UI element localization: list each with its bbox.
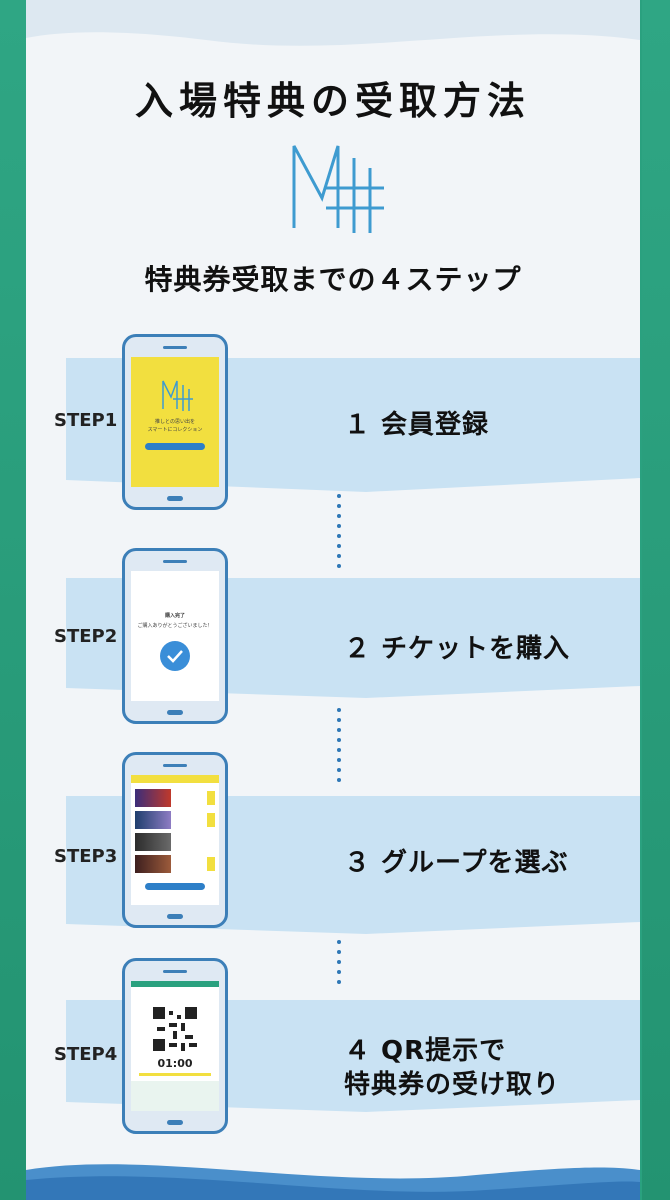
content-card: 入場特典の受取方法 特典券受取までの４ステップ STEP1 １ 会員登録 <box>26 0 640 1200</box>
purchase-complete-heading: 購入完了 <box>164 613 185 619</box>
left-border <box>0 0 28 1200</box>
phone-speaker <box>163 970 187 973</box>
group-row[interactable] <box>135 811 215 829</box>
phone-home-button <box>167 496 183 501</box>
step4-label: STEP4 <box>54 1044 118 1065</box>
step3-phone <box>122 752 228 928</box>
connector-dots-2 <box>337 708 341 788</box>
ticket-info-area <box>131 1081 219 1111</box>
background-waves <box>26 0 640 1200</box>
connector-dots-1 <box>337 494 341 574</box>
phone-screen <box>131 775 219 905</box>
step3-title: ３ グループを選ぶ <box>344 848 569 878</box>
step4-phone: 01:00 <box>122 958 228 1134</box>
purchase-thanks-text: ご購入ありがとうございました！ <box>137 623 213 629</box>
step1-title: １ 会員登録 <box>344 410 490 440</box>
step3-label: STEP3 <box>54 846 118 867</box>
group-row[interactable] <box>135 789 215 807</box>
phone-speaker <box>163 560 187 563</box>
register-button[interactable] <box>145 443 205 450</box>
page-subtitle: 特典券受取までの４ステップ <box>144 263 522 296</box>
step2-phone: 購入完了 ご購入ありがとうございました！ <box>122 548 228 724</box>
qr-timer: 01:00 <box>157 1057 193 1070</box>
brand-logo <box>292 145 384 233</box>
screen-logo-icon <box>162 380 193 411</box>
screen-tagline-1: 推しとの思い出を <box>155 419 195 425</box>
phone-screen: 推しとの思い出を スマートにコレクション <box>131 357 219 487</box>
screen-header-bar <box>131 981 219 987</box>
timer-progress-bar <box>139 1073 211 1076</box>
connector-dots-3 <box>337 940 341 990</box>
step1-label: STEP1 <box>54 410 118 431</box>
screen-header-bar <box>131 775 219 783</box>
screen-tagline-2: スマートにコレクション <box>147 427 203 433</box>
group-row[interactable] <box>135 833 215 851</box>
step1-phone: 推しとの思い出を スマートにコレクション <box>122 334 228 510</box>
step4-title-line1: ４ QR提示で <box>344 1036 507 1066</box>
phone-speaker <box>163 764 187 767</box>
phone-screen: 01:00 <box>131 981 219 1111</box>
check-icon <box>160 641 190 671</box>
phone-screen: 購入完了 ご購入ありがとうございました！ <box>131 571 219 701</box>
qr-code-icon <box>153 1007 197 1051</box>
phone-home-button <box>167 914 183 919</box>
step4-title-line2: 特典券の受け取り <box>344 1070 561 1100</box>
page-title: 入場特典の受取方法 <box>134 79 531 123</box>
group-row[interactable] <box>135 855 215 873</box>
right-border <box>642 0 670 1200</box>
step2-label: STEP2 <box>54 626 118 647</box>
phone-home-button <box>167 1120 183 1125</box>
phone-home-button <box>167 710 183 715</box>
step2-title: ２ チケットを購入 <box>344 634 571 664</box>
phone-speaker <box>163 346 187 349</box>
select-group-button[interactable] <box>145 883 205 890</box>
